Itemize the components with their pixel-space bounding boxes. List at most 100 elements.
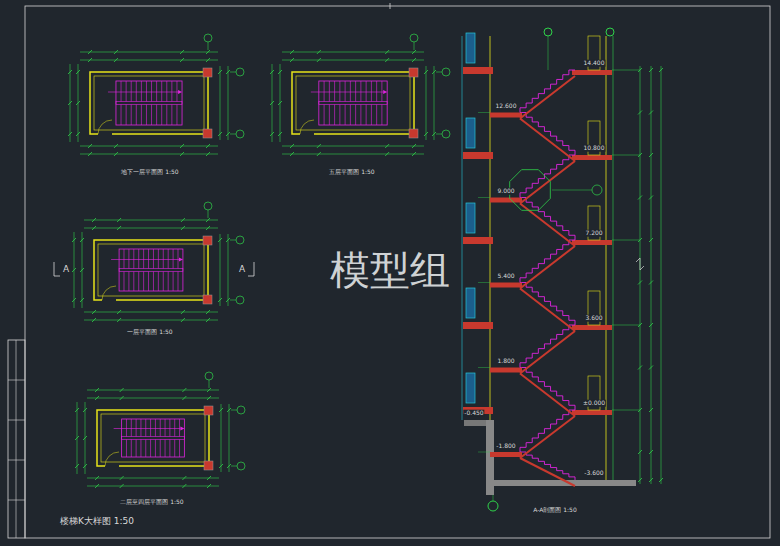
stair-flight [520,325,575,368]
dimension-tick [290,58,294,62]
axis-bubble [204,34,212,42]
axis-line [208,42,209,50]
stair-tread [176,105,177,126]
dimension-line [220,234,221,306]
stair-tread [178,272,179,292]
dimension-line [80,146,218,147]
dimension-tick [181,310,185,314]
dimension-line [84,312,218,313]
stair-tread [178,249,179,269]
dimension-tick [226,298,230,302]
watermark: 模型组 [330,248,450,292]
floor-beam [463,237,493,244]
stair-flight [520,283,575,326]
dimension-tick [270,101,274,105]
dimension-tick [206,58,210,62]
stair-tread [163,249,164,269]
stair-tread [140,440,141,458]
dimension-tick [219,408,223,412]
axis-line [231,410,237,411]
column [409,68,418,77]
dimension-tick [218,238,222,242]
stair-tread [366,105,367,126]
dimension-tick [649,111,653,115]
stair-tread [350,105,351,126]
stair-tread [376,81,377,102]
walk-line [114,428,181,429]
axis-bubble [236,130,244,138]
stair-tread [156,105,157,126]
dimension-tick [278,101,282,105]
dimension-line [87,390,219,391]
dimension-tick [120,388,124,392]
stair-tread [165,440,166,458]
dimension-tick [207,476,211,480]
stair-tread [128,272,129,292]
leader-line [612,155,640,156]
dimension-tick [76,70,80,74]
dimension-tick [638,408,642,412]
dimension-line [640,66,641,484]
axis-line [209,380,210,388]
dimension-tick [638,450,642,454]
stair-tread [155,440,156,458]
elevation: 12.600 [495,103,518,110]
stair-tread [166,81,167,102]
stair-flight [520,240,575,283]
stair-tread [169,419,170,437]
wall-outline [94,240,208,300]
dimension-line [84,228,218,229]
dimension-tick [95,484,99,488]
window [466,373,475,403]
stair-tread [138,272,139,292]
flight-slab [520,119,575,162]
view-caption: A-A剖面图 1:50 [533,507,577,514]
stair-tread [133,272,134,292]
dimension-tick [638,111,642,115]
stair-tread [345,105,346,126]
elevation: -3.600 [583,470,604,477]
section-mark [248,262,254,276]
stair-tread [153,249,154,269]
elevation: 9.000 [496,188,515,195]
stair-plan [75,372,245,488]
dimension-tick [649,196,653,200]
dimension-tick [218,298,222,302]
dimension-line [282,60,424,61]
dimension-tick [649,450,653,454]
section-letter: A [239,265,245,275]
dimension-tick [412,144,416,148]
dimension-tick [432,70,436,74]
door-swing [98,120,112,134]
sheet-title: 楼梯K大样图 1:50 [60,517,134,527]
section-letter: A [63,265,69,275]
stair-tread [176,81,177,102]
stair-tread [140,419,141,437]
stair-tread [174,440,175,458]
dimension-tick [270,70,274,74]
stair-tread [131,81,132,102]
axis-line [613,36,614,480]
stair-tread [136,81,137,102]
flight-slab [520,331,575,374]
stair-plan [68,34,244,156]
stair-flight [520,368,575,411]
walk-line [108,92,178,93]
dimension-line [282,146,424,147]
stair-tread [324,81,325,102]
window [466,203,475,233]
dimension-tick [317,50,321,54]
dimension-tick [649,408,653,412]
dimension-line [661,66,662,484]
dimension-tick [120,476,124,480]
wall-outline [292,72,414,134]
dimension-line [228,234,229,306]
stair-tread [161,105,162,126]
landing-slab [490,113,522,118]
stair-flight [520,155,575,198]
door-swing [102,286,116,300]
stair-tread [123,272,124,292]
column [203,68,212,77]
door-opening [300,132,314,136]
walk-arrow [180,427,184,431]
